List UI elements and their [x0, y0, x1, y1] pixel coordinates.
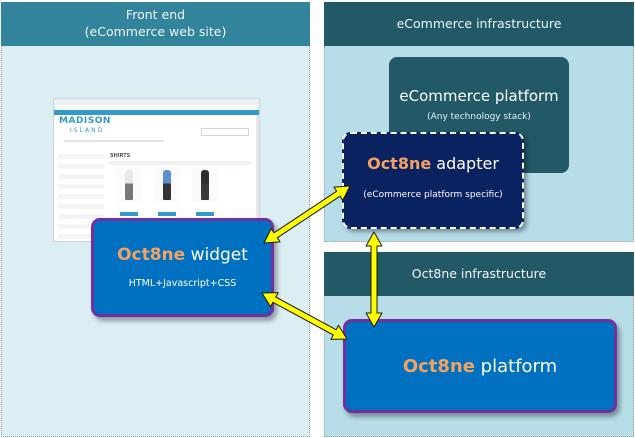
product-card [154, 168, 180, 202]
site-nav [64, 140, 164, 142]
platform-label: platform [474, 356, 558, 377]
product-image [201, 170, 209, 200]
site-search-box [201, 128, 249, 136]
oct8ne-adapter-subtitle: (eCommerce platform specific) [363, 190, 503, 200]
oct8ne-widget-box: Oct8ne widget HTML+Javascript+CSS [91, 218, 274, 317]
product-image [163, 170, 171, 200]
widget-label: widget [185, 245, 248, 265]
ecommerce-platform-title: eCommerce platform [399, 87, 559, 105]
oct8ne-infrastructure-header: Oct8ne infrastructure [324, 252, 634, 296]
ecommerce-platform-subtitle: (Any technology stack) [427, 112, 531, 122]
browser-scrollbar [256, 115, 259, 241]
product-button [158, 212, 176, 216]
site-category-title: SHIRTS [110, 153, 131, 159]
oct8ne-widget-title: Oct8ne widget [94, 245, 271, 265]
product-card [192, 168, 218, 202]
product-button [120, 212, 138, 216]
browser-tab-bar [54, 99, 259, 105]
site-top-bar [54, 110, 259, 115]
site-logo-line1: MADISON [59, 116, 111, 126]
oct8ne-adapter-box: Oct8ne adapter (eCommerce platform speci… [342, 132, 524, 229]
site-sort-bar [110, 161, 250, 165]
product-button [196, 212, 214, 216]
oct8ne-widget-subtitle: HTML+Javascript+CSS [128, 278, 237, 289]
oct8ne-adapter-title: Oct8ne adapter [344, 154, 522, 173]
brand-name: Oct8ne [402, 356, 475, 377]
front-end-subtitle: (eCommerce web site) [84, 24, 227, 39]
oct8ne-platform-title: Oct8ne platform [346, 356, 614, 377]
brand-name: Oct8ne [367, 154, 432, 173]
brand-name: Oct8ne [117, 245, 186, 265]
browser-address-bar [54, 106, 259, 110]
product-card [116, 168, 142, 202]
oct8ne-platform-box: Oct8ne platform [343, 319, 617, 413]
site-logo-line2: ISLAND [70, 127, 105, 134]
ecommerce-infrastructure-header: eCommerce infrastructure [324, 2, 634, 46]
adapter-label: adapter [431, 154, 499, 173]
product-image [125, 170, 133, 200]
front-end-title: Front end [125, 7, 186, 22]
front-end-header: Front end (eCommerce web site) [1, 2, 310, 46]
